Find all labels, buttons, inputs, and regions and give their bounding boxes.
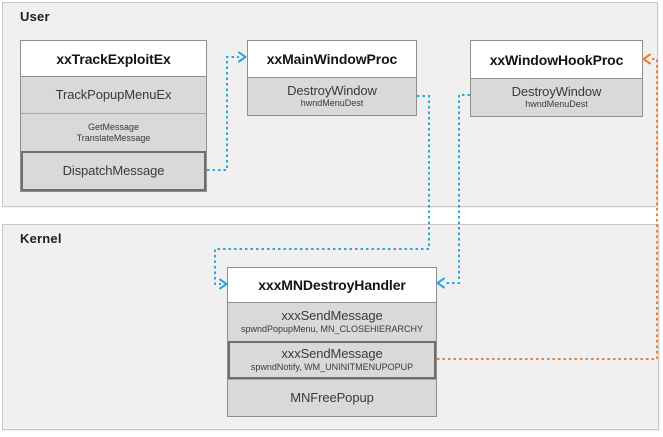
hook-hwndmenudest-label: hwndMenuDest	[525, 99, 588, 110]
box-xxtrackexploitex: xxTrackExploitEx TrackPopupMenuEx GetMes…	[20, 40, 207, 192]
row-mainwnd-destroywindow: DestroyWindow hwndMenuDest	[248, 78, 416, 115]
kernel-region-label: Kernel	[20, 231, 62, 246]
translatemessage-label: TranslateMessage	[76, 132, 151, 143]
user-region-label: User	[20, 9, 50, 24]
box-xxxmndestroyhandler-title: xxxMNDestroyHandler	[228, 268, 436, 303]
hook-destroywindow-label: DestroyWindow	[511, 83, 602, 99]
row-trackpopupmenuex: TrackPopupMenuEx	[21, 77, 206, 113]
row-dispatchmessage-label: DispatchMessage	[62, 162, 165, 178]
box-xxmainwindowproc-title: xxMainWindowProc	[248, 41, 416, 78]
mnfreepopup-label: MNFreePopup	[290, 389, 374, 405]
row-sendmessage-closehierarchy: xxxSendMessage spwndPopupMenu, MN_CLOSEH…	[228, 303, 436, 341]
row-trackpopupmenuex-label: TrackPopupMenuEx	[55, 86, 172, 102]
mainwnd-hwndmenudest-label: hwndMenuDest	[300, 98, 364, 109]
box-xxxmndestroyhandler: xxxMNDestroyHandler xxxSendMessage spwnd…	[227, 267, 437, 417]
sendmessage1-params-label: spwndPopupMenu, MN_CLOSEHIERARCHY	[240, 323, 424, 334]
row-sendmessage-uninitmenupopup: xxxSendMessage spwndNotify, WM_UNINITMEN…	[228, 341, 436, 379]
mainwnd-destroywindow-label: DestroyWindow	[287, 82, 377, 98]
row-hook-destroywindow: DestroyWindow hwndMenuDest	[471, 79, 642, 116]
box-xxtrackexploitex-title: xxTrackExploitEx	[21, 41, 206, 77]
box-xxwindowhookproc-title: xxWindowHookProc	[471, 41, 642, 79]
getmessage-label: GetMessage	[87, 121, 140, 132]
sendmessage1-label: xxxSendMessage	[281, 308, 383, 324]
sendmessage2-params-label: spwndNotify, WM_UNINITMENUPOPUP	[250, 361, 414, 372]
row-mnfreepopup: MNFreePopup	[228, 379, 436, 416]
sendmessage2-label: xxxSendMessage	[281, 346, 383, 362]
row-dispatchmessage: DispatchMessage	[21, 151, 206, 191]
row-getmessage-translatemessage: GetMessage TranslateMessage	[21, 113, 206, 151]
box-xxmainwindowproc: xxMainWindowProc DestroyWindow hwndMenuD…	[247, 40, 417, 116]
box-xxwindowhookproc: xxWindowHookProc DestroyWindow hwndMenuD…	[470, 40, 643, 117]
